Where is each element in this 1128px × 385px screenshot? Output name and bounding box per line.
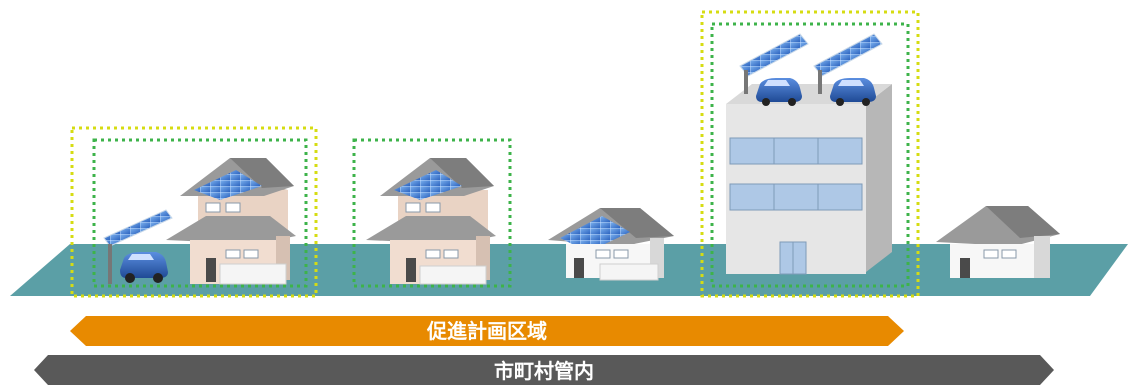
house-4 [936, 206, 1060, 278]
car-icon [120, 252, 168, 283]
house-icon [936, 206, 1060, 278]
car-icon [756, 78, 802, 106]
house-3 [548, 208, 674, 281]
car-icon [830, 78, 876, 106]
carport-icon [103, 209, 173, 284]
inner-boundary [92, 138, 308, 288]
house-icon [548, 208, 674, 281]
building-icon [726, 84, 892, 275]
outer-boundary [700, 10, 920, 298]
municipality-arrow: 市町村管内 [34, 355, 1054, 385]
outer-boundary [70, 126, 318, 298]
house-2 [352, 138, 512, 288]
house-icon [366, 158, 496, 285]
house-icon [166, 158, 296, 285]
inner-boundary [710, 22, 910, 288]
solar-panel-icon [560, 216, 630, 252]
building-1 [700, 10, 920, 298]
solar-panel-icon [394, 170, 462, 200]
promotion-area-label: 促進計画区域 [426, 319, 547, 343]
municipality-label: 市町村管内 [494, 359, 594, 383]
inner-boundary [352, 138, 512, 288]
carport-icon [739, 33, 809, 94]
house-1 [70, 126, 318, 298]
carport-icon [813, 33, 883, 94]
solar-panel-icon [194, 170, 262, 200]
promotion-area-arrow: 促進計画区域 [70, 316, 904, 346]
